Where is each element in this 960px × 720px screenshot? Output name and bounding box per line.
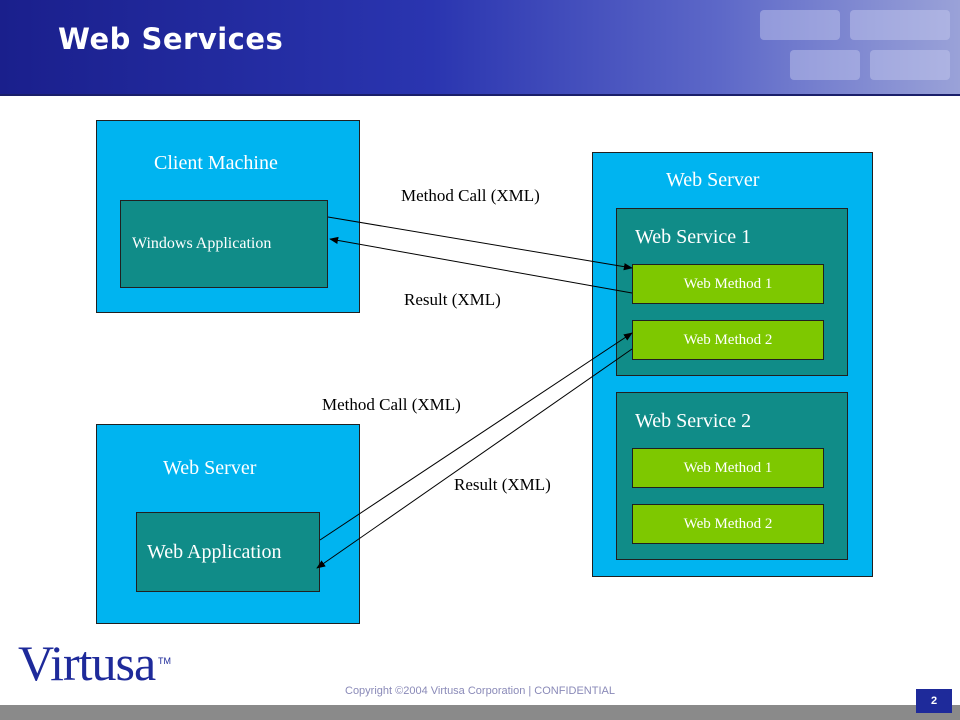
logo-trademark: TM bbox=[158, 656, 171, 666]
web-application-label: Web Application bbox=[147, 541, 282, 563]
windows-application-label: Windows Application bbox=[132, 235, 272, 252]
keyboard-decor-icon bbox=[760, 10, 950, 80]
client-machine-label: Client Machine bbox=[154, 152, 278, 174]
web-service-1-method-1: Web Method 1 bbox=[632, 264, 824, 304]
web-server-left-label: Web Server bbox=[163, 457, 257, 479]
header-divider bbox=[0, 94, 960, 96]
web-application-box bbox=[136, 512, 320, 592]
web-server-right-label: Web Server bbox=[666, 169, 760, 191]
web-service-2-method-1: Web Method 1 bbox=[632, 448, 824, 488]
virtusa-logo: Virtusa bbox=[18, 635, 156, 691]
web-service-1-label: Web Service 1 bbox=[635, 226, 752, 248]
top-result-arrow bbox=[329, 236, 633, 294]
top-call-arrow bbox=[327, 216, 633, 271]
copyright-text: Copyright ©2004 Virtusa Corporation | CO… bbox=[345, 685, 615, 697]
top-result-label: Result (XML) bbox=[404, 290, 501, 309]
web-service-2-label: Web Service 2 bbox=[635, 410, 752, 432]
page-number: 2 bbox=[916, 689, 952, 713]
bottom-result-label: Result (XML) bbox=[454, 475, 551, 494]
bottom-call-arrow bbox=[319, 332, 633, 541]
slide-header: Web Services bbox=[0, 0, 960, 95]
page-title: Web Services bbox=[58, 22, 284, 56]
web-service-2-method-2: Web Method 2 bbox=[632, 504, 824, 544]
windows-application-box bbox=[120, 200, 328, 288]
footer-bar bbox=[0, 705, 960, 720]
bottom-method-call-label: Method Call (XML) bbox=[322, 395, 461, 414]
top-method-call-label: Method Call (XML) bbox=[401, 186, 540, 205]
web-service-1-method-2: Web Method 2 bbox=[632, 320, 824, 360]
bottom-result-arrow bbox=[316, 348, 633, 569]
